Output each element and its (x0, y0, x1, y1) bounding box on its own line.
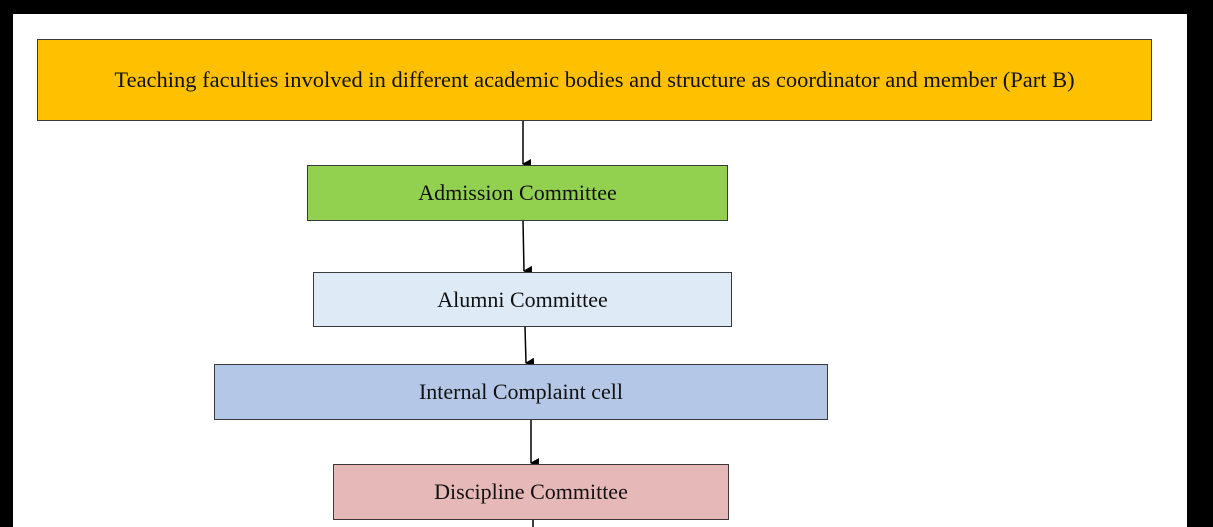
diagram-canvas: Teaching faculties involved in different… (13, 14, 1187, 527)
node-part-b-title: Teaching faculties involved in different… (37, 39, 1152, 121)
node-admission-committee-label: Admission Committee (418, 180, 617, 205)
node-part-b-title-label: Teaching faculties involved in different… (114, 67, 1075, 92)
node-internal-complaint-cell: Internal Complaint cell (214, 364, 828, 420)
node-admission-committee: Admission Committee (307, 165, 728, 221)
node-discipline-committee-label: Discipline Committee (434, 479, 628, 504)
arrows-layer (522, 121, 539, 527)
node-alumni-committee: Alumni Committee (313, 272, 732, 327)
arrow-alumni-to-internal (524, 326, 535, 368)
node-alumni-committee-label: Alumni Committee (437, 286, 608, 312)
arrow-admission-to-alumni (522, 220, 533, 276)
node-discipline-committee: Discipline Committee (333, 464, 729, 520)
node-internal-complaint-cell-label: Internal Complaint cell (418, 379, 624, 404)
